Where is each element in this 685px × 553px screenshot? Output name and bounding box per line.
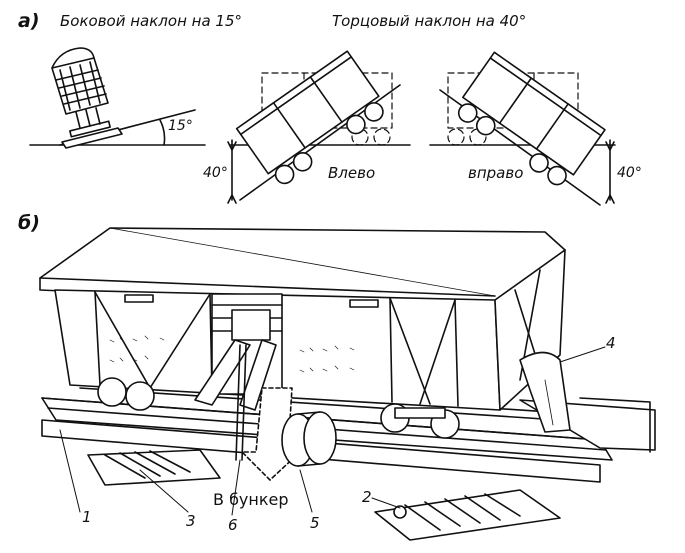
section-b-letter: б) xyxy=(18,212,40,234)
callout-1: 1 xyxy=(82,508,92,526)
callout-6: 6 xyxy=(228,516,238,534)
label-bunker: В бункер xyxy=(213,490,289,509)
tippler-assembly xyxy=(40,228,655,540)
angle-arc-15 xyxy=(160,120,165,145)
callout-4: 4 xyxy=(606,334,616,352)
label-right: вправо xyxy=(468,164,524,182)
callout-3: 3 xyxy=(186,512,196,530)
arrow-down xyxy=(606,195,614,203)
bulk-load-texture xyxy=(110,336,354,372)
end-tilt-left-diagram xyxy=(228,51,410,203)
tilted-wagon-right xyxy=(452,52,605,190)
end-tilt-right-diagram xyxy=(430,52,615,205)
pusher-mechanism xyxy=(195,310,276,460)
support-frame-right xyxy=(375,490,560,540)
arrow-up xyxy=(606,142,614,150)
wagon-end xyxy=(495,250,565,410)
drive-roller xyxy=(282,412,336,466)
arrow-down xyxy=(228,195,236,203)
side-tilt-diagram xyxy=(30,48,205,148)
caption-side-tilt: Боковой наклон на 15° xyxy=(60,12,242,30)
label-left: Влево xyxy=(328,164,376,182)
clamp-arm xyxy=(520,353,570,433)
angle-label-left: 40° xyxy=(203,165,228,181)
section-a-letter: а) xyxy=(18,10,40,32)
tilted-wagon-left xyxy=(237,51,390,189)
wagon-end-view xyxy=(52,48,122,148)
support-frame-left xyxy=(88,450,220,485)
arrow-up xyxy=(228,142,236,150)
angle-label-15: 15° xyxy=(168,118,193,134)
callout-5: 5 xyxy=(310,514,320,532)
angle-label-right: 40° xyxy=(617,165,642,181)
callout-2: 2 xyxy=(362,488,372,506)
caption-end-tilt: Торцовый наклон на 40° xyxy=(332,12,527,30)
callout-leaders xyxy=(60,347,605,515)
